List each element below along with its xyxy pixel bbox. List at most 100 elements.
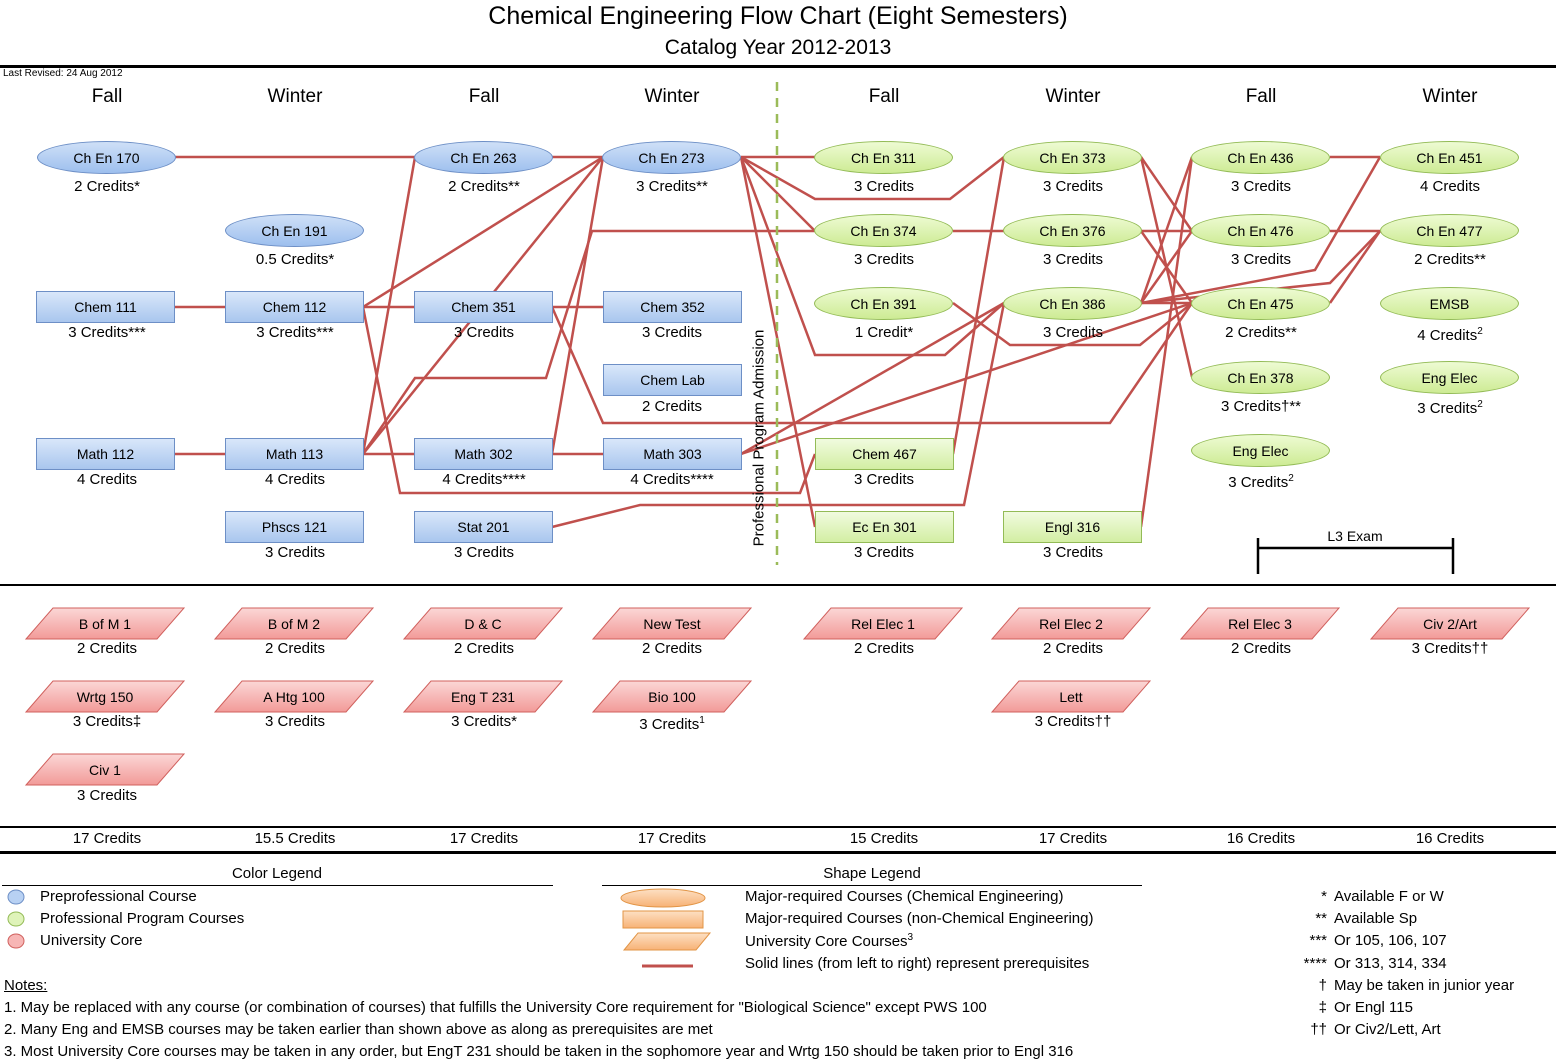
credits-chen263: 2 Credits**: [448, 178, 520, 195]
prereq-line: [1140, 156, 1382, 305]
course-chen378[interactable]: Ch En 378: [1191, 361, 1330, 394]
credits-chem352: 3 Credits: [641, 324, 703, 341]
semester-header-6: Winter: [1045, 86, 1101, 107]
course-chen391[interactable]: Ch En 391: [814, 287, 953, 320]
prereq-line: [361, 156, 417, 455]
credits-bio100-note: 1: [699, 715, 705, 726]
shape-legend-item-3-text: University Core Courses: [745, 933, 908, 950]
credits-stat201: 3 Credits: [453, 544, 515, 561]
course-chemlab[interactable]: Chem Lab: [603, 364, 742, 396]
course-chen477[interactable]: Ch En 477: [1380, 214, 1519, 247]
swatch-university-core: [7, 933, 25, 949]
course-chen374[interactable]: Ch En 374: [814, 214, 953, 247]
credits-chemlab: 2 Credits: [641, 398, 703, 415]
total-credits-2: 15.5 Credits: [254, 830, 336, 847]
course-chen386[interactable]: Ch En 386: [1003, 287, 1142, 320]
total-credits-8: 16 Credits: [1415, 830, 1485, 847]
course-chem112[interactable]: Chem 112: [225, 291, 364, 323]
credits-chen436: 3 Credits: [1230, 178, 1292, 195]
course-chen475[interactable]: Ch En 475: [1191, 287, 1330, 320]
course-chen436[interactable]: Ch En 436: [1191, 141, 1330, 174]
course-engelec-winter[interactable]: Eng Elec: [1380, 361, 1519, 394]
course-emsb[interactable]: EMSB: [1380, 287, 1519, 320]
course-bofm1[interactable]: B of M 1: [25, 607, 185, 640]
credits-chen373: 3 Credits: [1042, 178, 1104, 195]
course-relelec1[interactable]: Rel Elec 1: [803, 607, 963, 640]
course-chen170[interactable]: Ch En 170: [37, 141, 176, 174]
course-relelec3[interactable]: Rel Elec 3: [1180, 607, 1340, 640]
course-engl316[interactable]: Engl 316: [1003, 511, 1142, 543]
key-symbol-1: *: [1321, 888, 1327, 905]
course-dc-label: D & C: [464, 615, 502, 632]
course-bofm2[interactable]: B of M 2: [214, 607, 374, 640]
credits-chem467: 3 Credits: [853, 471, 915, 488]
credits-relelec2: 2 Credits: [1042, 640, 1104, 657]
course-chem352[interactable]: Chem 352: [603, 291, 742, 323]
course-newtest[interactable]: New Test: [592, 607, 752, 640]
course-chem351[interactable]: Chem 351: [414, 291, 553, 323]
shape-swatch-parallelogram: [622, 932, 712, 951]
credits-chen311: 3 Credits: [853, 178, 915, 195]
course-civ2art-label: Civ 2/Art: [1423, 615, 1477, 632]
credits-chen378: 3 Credits†**: [1220, 398, 1302, 415]
course-dc[interactable]: D & C: [403, 607, 563, 640]
credits-engelec-fall-text: 3 Credits: [1228, 474, 1289, 491]
course-wrtg150[interactable]: Wrtg 150: [25, 680, 185, 713]
course-chem111[interactable]: Chem 111: [36, 291, 175, 323]
totals-bottom-rule: [0, 851, 1556, 854]
course-lett-label: Lett: [1059, 688, 1083, 705]
key-symbol-5: †: [1318, 977, 1327, 994]
course-civ2art[interactable]: Civ 2/Art: [1370, 607, 1530, 640]
course-math113[interactable]: Math 113: [225, 438, 364, 470]
credits-lett: 3 Credits††: [1034, 713, 1112, 730]
key-symbol-2: **: [1315, 910, 1327, 927]
course-chen311[interactable]: Ch En 311: [814, 141, 953, 174]
course-chen373[interactable]: Ch En 373: [1003, 141, 1142, 174]
course-math303[interactable]: Math 303: [603, 438, 742, 470]
course-chem467[interactable]: Chem 467: [815, 438, 954, 470]
credits-chen273: 3 Credits**: [636, 178, 708, 195]
course-math112[interactable]: Math 112: [36, 438, 175, 470]
key-text-7: Or Civ2/Lett, Art: [1334, 1021, 1441, 1038]
course-chen191[interactable]: Ch En 191: [225, 214, 364, 247]
key-text-2: Available Sp: [1334, 910, 1418, 927]
credits-engt231: 3 Credits*: [451, 713, 517, 730]
credits-emsb-text: 4 Credits: [1417, 327, 1478, 344]
prereq-line: [362, 155, 604, 309]
credits-chen376: 3 Credits: [1042, 251, 1104, 268]
credits-chen170: 2 Credits*: [74, 178, 140, 195]
credits-chen475: 2 Credits**: [1225, 324, 1297, 341]
course-engt231[interactable]: Eng T 231: [403, 680, 563, 713]
total-credits-6: 17 Credits: [1038, 830, 1108, 847]
course-chen376[interactable]: Ch En 376: [1003, 214, 1142, 247]
notes-heading: Notes:: [4, 977, 48, 994]
course-chen451[interactable]: Ch En 451: [1380, 141, 1519, 174]
credits-bio100: 3 Credits1: [577, 715, 767, 733]
course-bio100[interactable]: Bio 100: [592, 680, 752, 713]
credits-chen386: 3 Credits: [1042, 324, 1104, 341]
note-3: 3. Most University Core courses may be t…: [4, 1043, 1074, 1060]
course-ahtg100[interactable]: A Htg 100: [214, 680, 374, 713]
course-stat201[interactable]: Stat 201: [414, 511, 553, 543]
course-lett[interactable]: Lett: [991, 680, 1151, 713]
course-engelec-fall[interactable]: Eng Elec: [1191, 434, 1330, 467]
course-chen263[interactable]: Ch En 263: [414, 141, 553, 174]
course-ecen301[interactable]: Ec En 301: [815, 511, 954, 543]
course-relelec2[interactable]: Rel Elec 2: [991, 607, 1151, 640]
credits-chen451: 4 Credits: [1419, 178, 1481, 195]
prereq-line: [951, 156, 1006, 455]
course-bio100-label: Bio 100: [648, 688, 696, 705]
prereq-line: [550, 302, 1194, 425]
course-chen273[interactable]: Ch En 273: [602, 141, 741, 174]
key-symbol-4: ****: [1303, 955, 1327, 972]
credits-engl316: 3 Credits: [1042, 544, 1104, 561]
semester-header-5: Fall: [868, 86, 900, 107]
core-section-rule: [0, 584, 1556, 586]
key-symbol-3: ***: [1309, 932, 1327, 949]
course-civ1[interactable]: Civ 1: [25, 753, 185, 786]
course-phscs121[interactable]: Phscs 121: [225, 511, 364, 543]
course-chen476[interactable]: Ch En 476: [1191, 214, 1330, 247]
course-math302[interactable]: Math 302: [414, 438, 553, 470]
course-bofm1-label: B of M 1: [78, 615, 132, 632]
